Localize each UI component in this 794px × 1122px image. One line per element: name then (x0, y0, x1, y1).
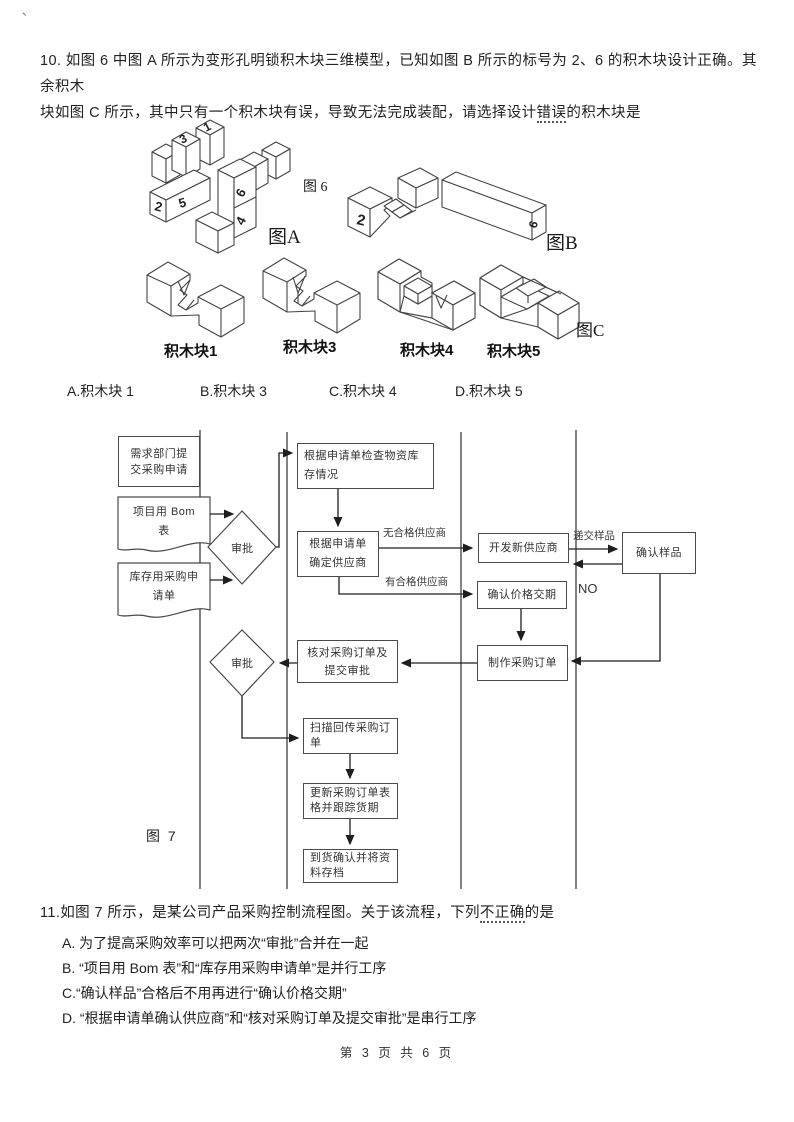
block-4-drawing (377, 258, 476, 331)
figure-a-label: 图A (268, 227, 301, 248)
flow-box-arrival-archive: 到货确认并将资 料存档 (303, 849, 398, 883)
bom-document-shape (117, 496, 211, 552)
block-5-caption: 积木块5 (487, 342, 540, 360)
flow-box-confirm-supplier-line1: 根据申请单 (309, 538, 367, 550)
approval-2-diamond (209, 629, 275, 697)
figure-b-label: 图B (546, 233, 578, 254)
flow-arrows (210, 448, 661, 846)
flow-label-has-qualified-supplier: 有合格供应商 (385, 576, 448, 588)
flow-box-confirm-supplier: 根据申请单 确定供应商 (297, 531, 379, 577)
flow-box-confirm-sample: 确认样品 (622, 532, 696, 574)
flow-box-submit-request: 需求部门提 交采购申请 (118, 436, 200, 487)
question-10-line1: 10. 如图 6 中图 A 所示为变形孔明锁积木块三维模型，已知如图 B 所示的… (40, 53, 757, 95)
flow-doc-bom-line2: 表 (158, 525, 170, 537)
flow-box-develop-supplier: 开发新供应商 (478, 533, 569, 563)
flow-box-confirm-sample-label: 确认样品 (636, 547, 682, 559)
flow-box-confirm-price: 确认价格交期 (477, 581, 567, 609)
stock-document-shape (117, 562, 211, 618)
flow-doc-stock-line2: 请单 (152, 590, 176, 602)
flowchart-lines (117, 430, 661, 889)
question-11-emphasis: 不正确 (479, 905, 525, 923)
flow-box-submit-request-line2: 交采购申请 (130, 463, 188, 476)
question-10-emphasis: 错误 (536, 105, 567, 123)
flow-box-scan-po-line1: 扫描回传采购订 (310, 722, 391, 734)
figure-7-label: 图 7 (146, 828, 178, 844)
document-shapes (117, 496, 211, 618)
flow-box-check-stock: 根据申请单检查物资库 存情况 (297, 443, 434, 489)
flow-label-no: NO (578, 581, 598, 596)
decision-diamonds (207, 510, 277, 697)
figure-b-pieces-drawing: 2 6 (347, 167, 547, 241)
flow-box-check-stock-line1: 根据申请单检查物资库 (304, 450, 419, 462)
flow-box-check-stock-line2: 存情况 (304, 469, 339, 481)
question-10-line2-post: 的积木块是 (566, 105, 641, 121)
flow-box-submit-request-line1: 需求部门提 (130, 447, 188, 460)
figure-c-label: 图C (576, 321, 604, 340)
question-10-line2-pre: 块如图 C 所示，其中只有一个积木块有误，导致无法完成装配，请选择设计 (40, 105, 537, 121)
burr-number-5: 5 (177, 195, 188, 211)
block-1-drawing (146, 261, 245, 338)
q11-option-a: A. 为了提高采购效率可以把两次“审批”合并在一起 (62, 935, 369, 951)
flow-box-arrival-archive-line2: 料存档 (310, 867, 345, 879)
flow-box-verify-po-line2: 提交审批 (324, 664, 371, 677)
flow-box-make-po: 制作采购订单 (477, 645, 568, 681)
flow-diamond-approval-1-label: 审批 (231, 543, 253, 555)
flow-box-confirm-supplier-line2: 确定供应商 (309, 557, 367, 569)
flow-box-update-po-line1: 更新采购订单表 (310, 787, 391, 799)
flow-doc-bom-line1: 项目用 Bom (132, 506, 196, 518)
flow-box-update-po: 更新采购订单表 格并跟踪货期 (303, 783, 398, 819)
flow-box-scan-po: 扫描回传采购订 单 (303, 718, 398, 754)
figure-c-blocks-drawing: 积木块1 积木块3 积木块4 积木块5 (146, 257, 580, 360)
question-10-text: 10. 如图 6 中图 A 所示为变形孔明锁积木块三维模型，已知如图 B 所示的… (40, 48, 758, 126)
piece-b2-number: 2 (355, 211, 367, 229)
flow-box-arrival-archive-line1: 到货确认并将资 (310, 852, 391, 864)
q10-option-c: C.积木块 4 (329, 383, 397, 399)
flow-box-develop-supplier-label: 开发新供应商 (489, 542, 558, 554)
page-number-footer: 第 3 页 共 6 页 (339, 1046, 455, 1060)
block-1-caption: 积木块1 (164, 342, 217, 360)
piece-b6-number: 6 (526, 219, 542, 230)
flow-doc-stock-label: 库存用采购申 请单 (120, 568, 208, 606)
block-3-caption: 积木块3 (283, 338, 336, 356)
q11-option-d: D. “根据申请单确认供应商”和“核对采购订单及提交审批”是串行工序 (62, 1010, 477, 1026)
flow-box-update-po-line2: 格并跟踪货期 (310, 802, 379, 814)
flow-box-make-po-label: 制作采购订单 (488, 657, 557, 669)
question-11-lead: 11.如图 7 所示，是某公司产品采购控制流程图。关于该流程，下列不正确的是 (40, 903, 758, 923)
block-5-drawing (479, 264, 580, 340)
flow-label-no-qualified-supplier: 无合格供应商 (383, 527, 446, 539)
flow-doc-bom-label: 项目用 Bom 表 (120, 503, 208, 541)
burr-number-2: 2 (153, 198, 164, 214)
block-3-drawing (262, 257, 361, 334)
flow-box-scan-po-line2: 单 (310, 737, 322, 749)
scan-artifact-mark: 、 (22, 4, 35, 18)
question-11-lead-pre: 11.如图 7 所示，是某公司产品采购控制流程图。关于该流程，下列 (40, 905, 480, 921)
flow-diamond-approval-2-label: 审批 (231, 658, 253, 670)
figure-a-burr-drawing: 3 1 2 5 6 4 (149, 119, 291, 254)
flow-box-verify-po: 核对采购订单及 提交审批 (297, 640, 398, 683)
q10-option-d: D.积木块 5 (455, 383, 523, 399)
q11-option-b: B. “项目用 Bom 表”和“库存用采购申请单”是并行工序 (62, 960, 387, 976)
q10-option-a: A.积木块 1 (67, 383, 134, 399)
flow-box-verify-po-line1: 核对采购订单及 (307, 646, 388, 659)
question-11-lead-post: 的是 (524, 905, 555, 921)
q10-option-b: B.积木块 3 (200, 383, 267, 399)
q11-option-c: C.“确认样品”合格后不用再进行“确认价格交期” (62, 985, 347, 1001)
figure-6-drawing: 3 1 2 5 6 4 2 6 (146, 119, 604, 360)
flow-doc-stock-line1: 库存用采购申 (129, 571, 199, 583)
flow-box-confirm-price-label: 确认价格交期 (487, 589, 557, 601)
flow-label-submit-sample: 递交样品 (573, 530, 615, 542)
block-4-caption: 积木块4 (400, 341, 454, 359)
figure-6-label: 图 6 (303, 180, 328, 195)
